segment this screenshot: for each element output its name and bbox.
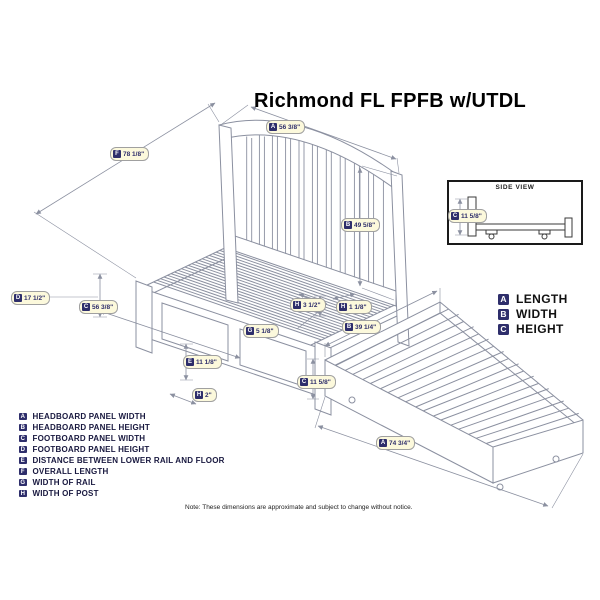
- dim-value: 1 1/8": [349, 303, 367, 311]
- dim-label-trundle-width: B 39 1/4": [342, 320, 382, 334]
- dim-value: 3 1/2": [303, 301, 321, 309]
- dim-label-trundle-length: A 74 3/4": [376, 436, 416, 450]
- key-legend-row: G WIDTH OF RAIL: [19, 477, 225, 488]
- dim-label-rail-width: G 5 1/8": [243, 324, 279, 338]
- dim-letter-badge: E: [186, 358, 194, 366]
- dim-value: 11 5/8": [310, 378, 331, 386]
- dim-value: 17 1/2": [24, 294, 46, 302]
- legend-letter-badge: C: [19, 434, 27, 443]
- disclaimer-note: Note: These dimensions are approximate a…: [185, 504, 413, 511]
- legend-letter-badge: C: [498, 323, 509, 335]
- dim-label-rail-to-floor: E 11 1/8": [183, 355, 222, 369]
- dim-letter-badge: A: [269, 123, 277, 131]
- dim-label-headboard-height: B 49 5/8": [341, 218, 381, 232]
- legend-label: HEADBOARD PANEL WIDTH: [32, 412, 146, 421]
- dim-letter-badge: H: [293, 301, 301, 309]
- dim-label-overall-length: F 78 1/8": [110, 147, 150, 161]
- product-title: Richmond FL FPFB w/UTDL: [254, 90, 527, 112]
- key-legend-row: B HEADBOARD PANEL HEIGHT: [19, 422, 225, 433]
- dim-letter-badge: F: [113, 150, 121, 158]
- dim-label-post-width-b: H 1 1/8": [336, 300, 372, 314]
- key-legend-row: D FOOTBOARD PANEL HEIGHT: [19, 444, 225, 455]
- dim-label-trundle-height: C 11 5/8": [297, 375, 336, 389]
- dim-label-footboard-width: C 56 3/8": [79, 300, 119, 314]
- dim-label-width-of-post: H 2": [192, 388, 217, 402]
- dim-value: 56 3/8": [92, 303, 114, 311]
- legend-label: HEIGHT: [516, 322, 564, 336]
- legend-letter-badge: E: [19, 456, 27, 465]
- dim-value: 2": [205, 391, 212, 399]
- abc-legend-row: C HEIGHT: [498, 322, 568, 336]
- dim-value: 56 3/8": [279, 123, 301, 131]
- dim-value: 49 5/8": [354, 221, 376, 229]
- dim-label-footboard-height: D 17 1/2": [11, 291, 51, 305]
- legend-letter-badge: A: [498, 293, 509, 305]
- legend-letter-badge: F: [19, 467, 27, 476]
- dim-letter-badge: C: [300, 378, 308, 386]
- dim-value: 11 1/8": [196, 358, 217, 366]
- legend-label: WIDTH OF RAIL: [32, 478, 96, 487]
- legend-label: WIDTH: [516, 307, 558, 321]
- legend-label: DISTANCE BETWEEN LOWER RAIL AND FLOOR: [32, 456, 225, 465]
- legend-label: LENGTH: [516, 292, 568, 306]
- dim-letter-badge: B: [345, 323, 353, 331]
- dim-letter-badge: H: [195, 391, 203, 399]
- legend-letter-badge: G: [19, 478, 27, 487]
- dim-value: 5 1/8": [256, 327, 274, 335]
- dim-label-headboard-width: A 56 3/8": [266, 120, 306, 134]
- dim-letter-badge: B: [344, 221, 352, 229]
- abc-legend-row: B WIDTH: [498, 307, 568, 321]
- dim-value: 39 1/4": [355, 323, 377, 331]
- dim-letter-badge: C: [82, 303, 90, 311]
- abc-legend-row: A LENGTH: [498, 292, 568, 306]
- dim-value: 74 3/4": [389, 439, 411, 447]
- dim-letter-badge: H: [339, 303, 347, 311]
- legend-letter-badge: B: [498, 308, 509, 320]
- dim-value: 11 5/8": [461, 212, 482, 220]
- legend-label: OVERALL LENGTH: [32, 467, 109, 476]
- legend-letter-badge: B: [19, 423, 27, 432]
- legend-label: WIDTH OF POST: [32, 489, 99, 498]
- legend-letter-badge: A: [19, 412, 27, 421]
- legend-label: HEADBOARD PANEL HEIGHT: [32, 423, 150, 432]
- dim-label-side-view-height: C 11 5/8": [448, 209, 487, 223]
- side-view-title: SIDE VIEW: [495, 184, 535, 191]
- side-view-drawing: [455, 196, 573, 240]
- dim-label-post-width-a: H 3 1/2": [290, 298, 326, 312]
- key-legend-row: A HEADBOARD PANEL WIDTH: [19, 411, 225, 422]
- legend-letter-badge: H: [19, 489, 27, 498]
- key-legend-row: C FOOTBOARD PANEL WIDTH: [19, 433, 225, 444]
- dim-letter-badge: G: [246, 327, 254, 335]
- dim-letter-badge: C: [451, 212, 459, 220]
- legend-label: FOOTBOARD PANEL WIDTH: [32, 434, 146, 443]
- key-legend-row: F OVERALL LENGTH: [19, 466, 225, 477]
- legend-label: FOOTBOARD PANEL HEIGHT: [32, 445, 150, 454]
- dim-letter-badge: D: [14, 294, 22, 302]
- dim-letter-badge: A: [379, 439, 387, 447]
- abc-legend: A LENGTH B WIDTH C HEIGHT: [498, 292, 568, 337]
- key-legend-row: H WIDTH OF POST: [19, 488, 225, 499]
- key-legend-row: E DISTANCE BETWEEN LOWER RAIL AND FLOOR: [19, 455, 225, 466]
- key-legend: A HEADBOARD PANEL WIDTH B HEADBOARD PANE…: [19, 411, 225, 499]
- dim-value: 78 1/8": [123, 150, 145, 158]
- legend-letter-badge: D: [19, 445, 27, 454]
